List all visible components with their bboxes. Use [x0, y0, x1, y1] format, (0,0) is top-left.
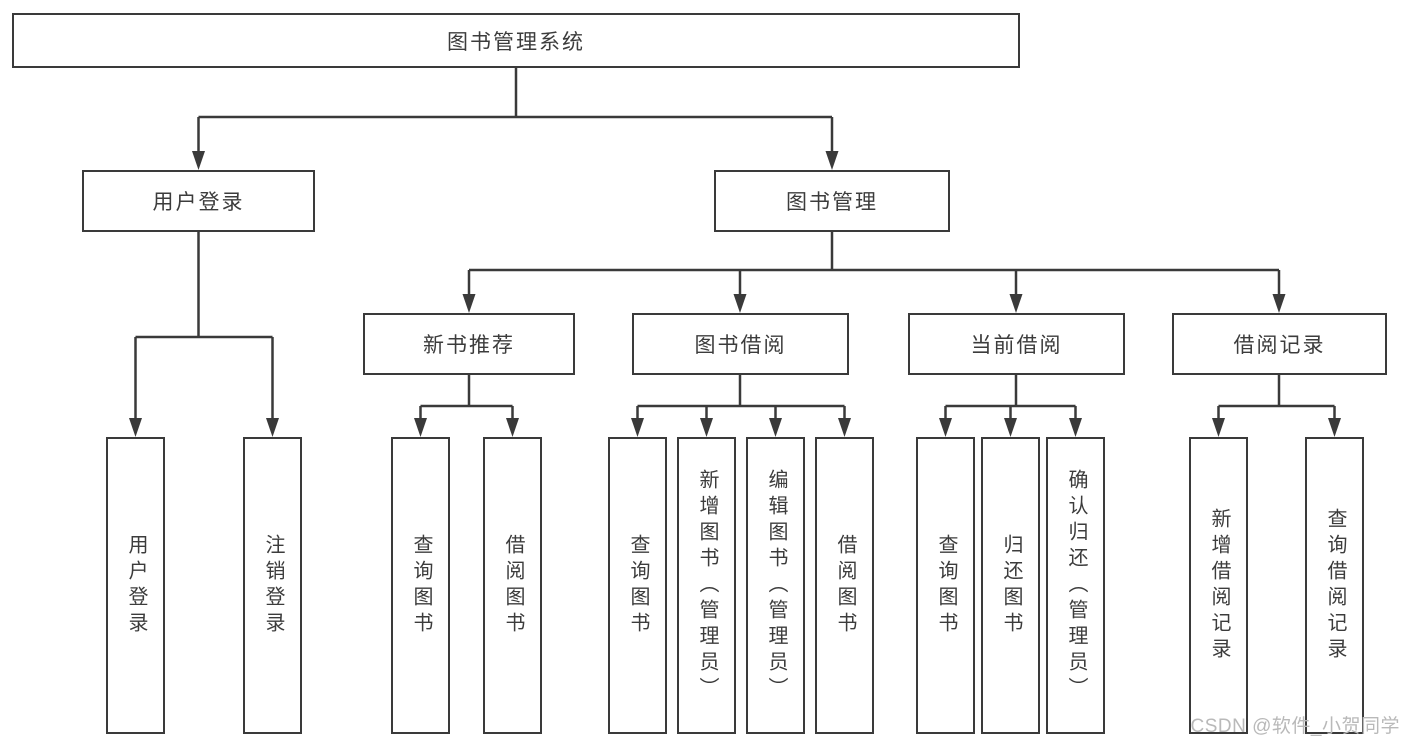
- csdn-watermark: CSDN @软件_小贺同学: [1190, 716, 1400, 737]
- leaf-cb-return-book: 归还图书: [981, 437, 1040, 734]
- connector-user-login-children: [134, 232, 274, 420]
- leaf-bb-borrow-book: 借阅图书: [815, 437, 874, 734]
- node-book-management: 图书管理: [714, 170, 950, 232]
- node-root-library-system: 图书管理系统: [12, 13, 1020, 68]
- connector-root-to-level2: [197, 68, 834, 153]
- leaf-nb-borrow-book: 借阅图书: [483, 437, 542, 734]
- leaf-cb-confirm-return-admin: 确认归还（管理员）: [1046, 437, 1105, 734]
- connector-current-borrow-children: [944, 375, 1077, 420]
- node-borrow-record: 借阅记录: [1172, 313, 1387, 375]
- connector-new-book-children: [419, 375, 514, 420]
- leaf-br-query-record: 查询借阅记录: [1305, 437, 1364, 734]
- connector-book-borrow-children: [636, 375, 846, 420]
- connector-borrow-record-children: [1217, 375, 1336, 420]
- leaf-logout: 注销登录: [243, 437, 302, 734]
- arrowheads: [129, 151, 1341, 437]
- node-book-borrow: 图书借阅: [632, 313, 849, 375]
- node-current-borrow: 当前借阅: [908, 313, 1125, 375]
- leaf-user-login: 用户登录: [106, 437, 165, 734]
- leaf-bb-edit-book-admin: 编辑图书（管理员）: [746, 437, 805, 734]
- node-new-book-recommend: 新书推荐: [363, 313, 575, 375]
- node-user-login: 用户登录: [82, 170, 315, 232]
- connector-book-management-children: [467, 232, 1281, 296]
- leaf-bb-query-book: 查询图书: [608, 437, 667, 734]
- leaf-cb-query-book: 查询图书: [916, 437, 975, 734]
- leaf-bb-add-book-admin: 新增图书（管理员）: [677, 437, 736, 734]
- leaf-nb-query-book: 查询图书: [391, 437, 450, 734]
- leaf-br-add-record: 新增借阅记录: [1189, 437, 1248, 734]
